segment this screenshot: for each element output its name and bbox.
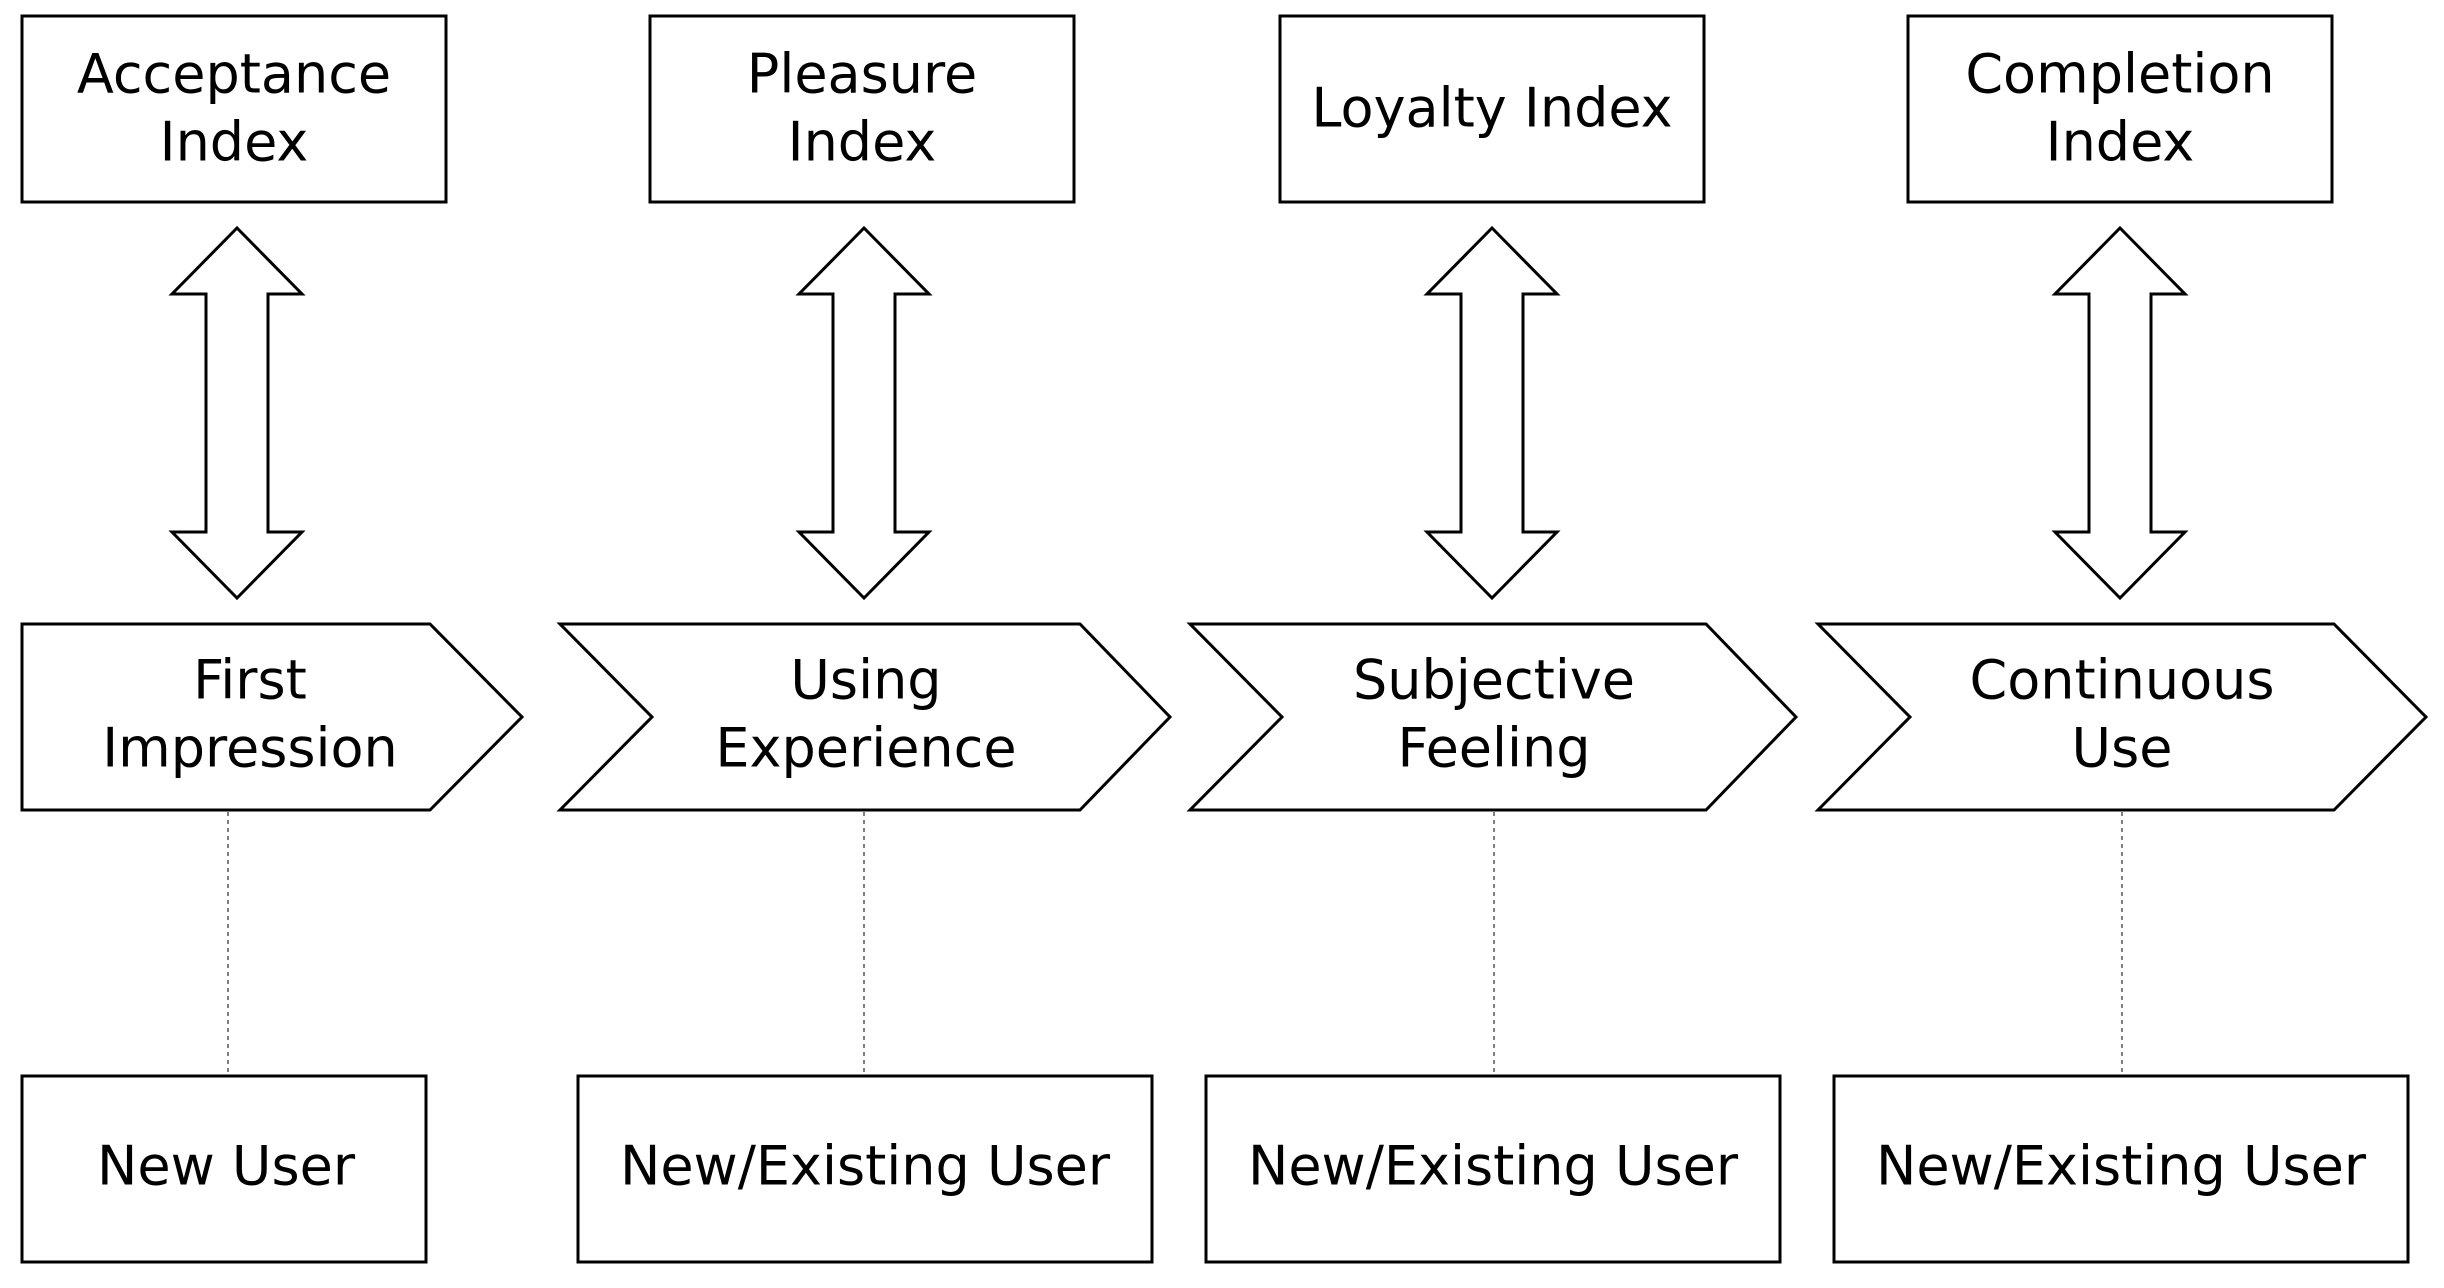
stage-label-line-2: Use (2072, 717, 2173, 780)
user-box-1 (20, 1074, 428, 1264)
index-box-acceptance (20, 14, 448, 204)
index-label-line-2: Index (160, 111, 309, 174)
index-label-line-1: Pleasure (747, 43, 977, 106)
index-box-loyalty (1278, 14, 1706, 204)
double-arrow-1 (168, 225, 306, 601)
stage-chevron-subjective-feeling (1186, 622, 1799, 812)
stage-label-line-1: First (193, 649, 307, 712)
index-label-line-1: Completion (1965, 43, 2274, 106)
user-box-4 (1832, 1074, 2410, 1264)
index-label-line-2: Index (788, 111, 937, 174)
index-label-line-2: Index (2046, 111, 2195, 174)
stage-chevron-first-impression (20, 622, 525, 812)
stage-label-line-1: Subjective (1353, 649, 1635, 712)
column-3: Loyalty Index Subjective Feeling New/Exi… (1186, 14, 1799, 1264)
stage-chevron-continuous-use (1814, 622, 2429, 812)
index-box-completion (1906, 14, 2334, 204)
column-4: Completion Index Continuous Use New/Exis… (1814, 14, 2429, 1264)
index-box-pleasure (648, 14, 1076, 204)
index-label: Loyalty Index (1311, 77, 1672, 140)
user-label: New User (97, 1135, 356, 1198)
double-arrow-2 (795, 225, 933, 601)
double-arrow-3 (1423, 225, 1561, 601)
column-2: Pleasure Index Using Experience New/Exis… (556, 14, 1173, 1264)
user-box-2 (576, 1074, 1154, 1264)
stage-label-line-2: Experience (715, 717, 1016, 780)
stage-chevron-using-experience (556, 622, 1173, 812)
user-label: New/Existing User (1248, 1135, 1739, 1198)
stage-label-line-2: Impression (102, 717, 398, 780)
user-label: New/Existing User (1876, 1135, 2367, 1198)
column-1: Acceptance Index First Impression New Us… (20, 14, 525, 1264)
double-arrow-4 (2051, 225, 2189, 601)
user-label: New/Existing User (620, 1135, 1111, 1198)
stage-label-line-1: Continuous (1970, 649, 2275, 712)
user-box-3 (1204, 1074, 1782, 1264)
index-label-line-1: Acceptance (77, 43, 391, 106)
stage-label-line-2: Feeling (1397, 717, 1590, 780)
stage-label-line-1: Using (790, 649, 941, 712)
